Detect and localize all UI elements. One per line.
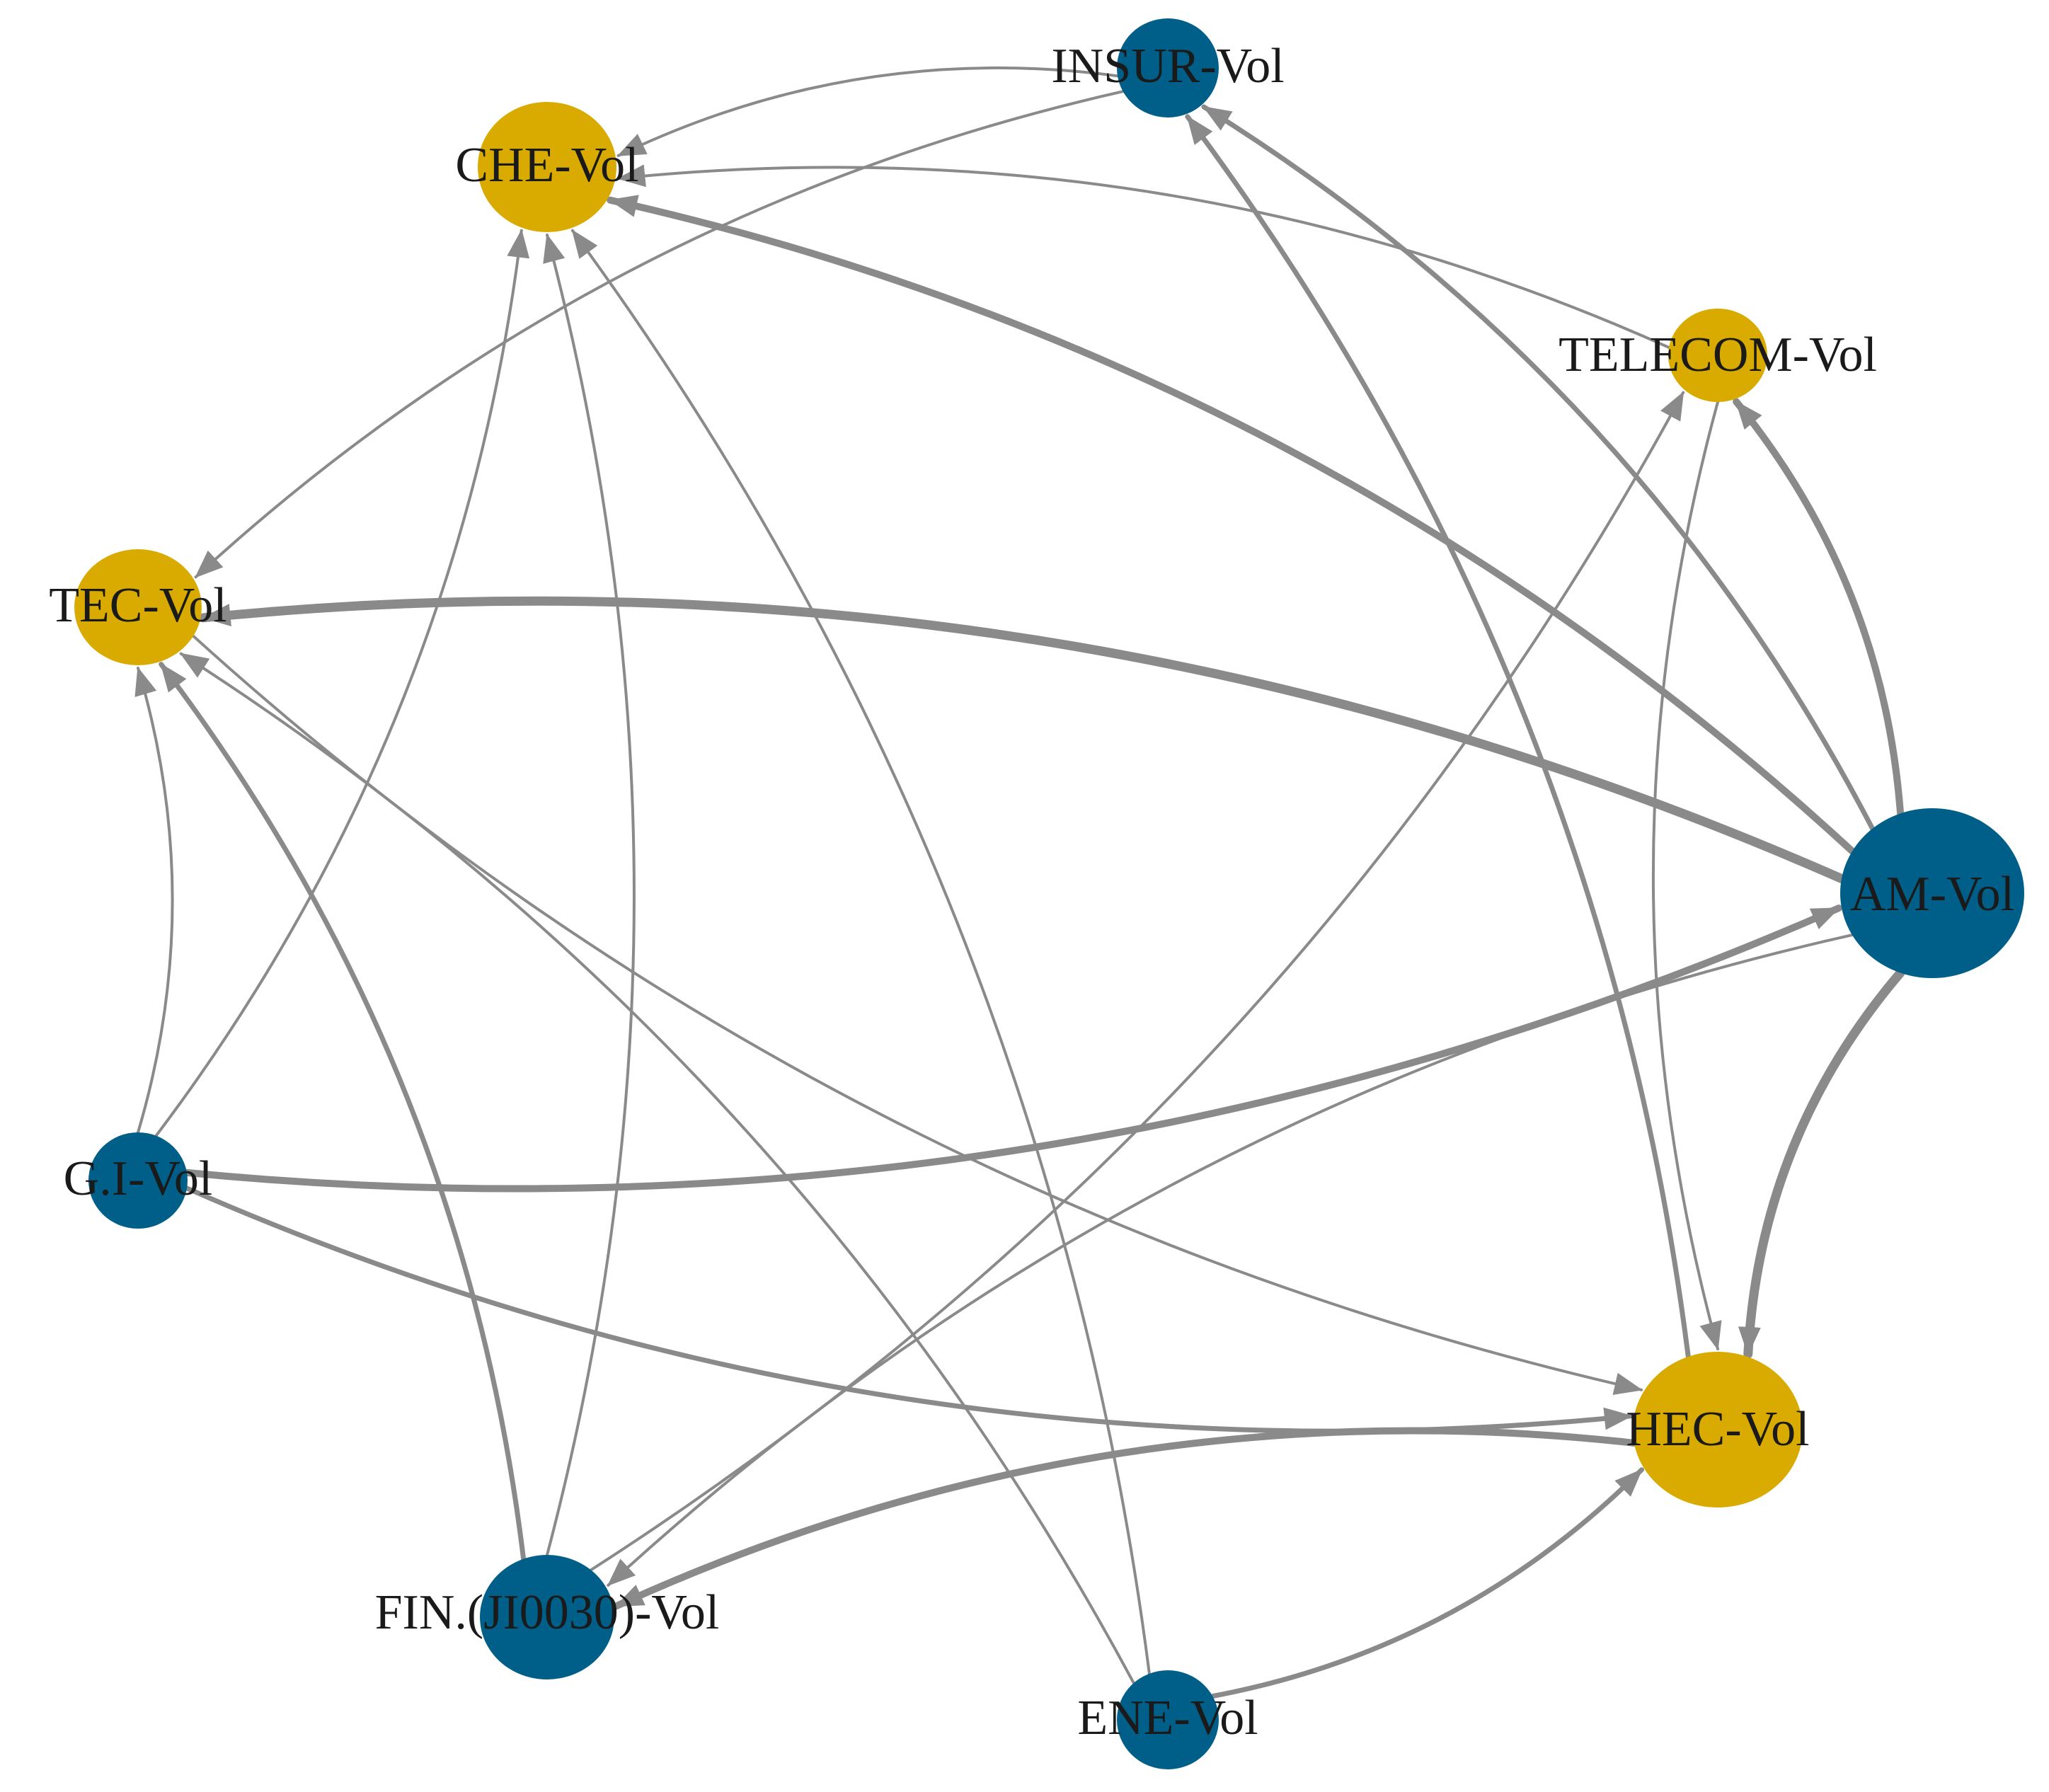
node-insur-label: INSUR-Vol	[1051, 39, 1284, 93]
edge-fin-to-tec	[159, 662, 527, 1562]
edge-hec-to-insur	[1185, 114, 1691, 1360]
node-tec: TEC-Vol	[49, 549, 227, 665]
node-ene: ENE-Vol	[1077, 1670, 1258, 1769]
node-ene-label: ENE-Vol	[1077, 1691, 1258, 1745]
node-hec-circle	[1633, 1352, 1803, 1507]
edge-layer	[134, 67, 1905, 1699]
node-gi: G.I-Vol	[64, 1132, 213, 1229]
edge-telecom-to-hec	[1651, 401, 1722, 1350]
edge-am-to-hec	[1738, 968, 1905, 1359]
node-fin: FIN.(JI0030)-Vol	[375, 1555, 720, 1679]
node-telecom-circle	[1668, 309, 1767, 402]
node-insur-circle	[1117, 18, 1219, 117]
edge-am-to-che	[607, 195, 1856, 855]
node-am: AM-Vol	[1840, 808, 2024, 978]
edge-gi-to-hec	[184, 1185, 1634, 1434]
node-che-label: CHE-Vol	[455, 138, 638, 193]
node-am-label: AM-Vol	[1850, 867, 2014, 921]
node-layer: INSUR-VolCHE-VolTELECOM-VolTEC-VolAM-Vol…	[49, 18, 2024, 1769]
node-telecom-label: TELECOM-Vol	[1559, 328, 1877, 382]
node-gi-circle	[88, 1132, 188, 1229]
edge-ene-to-che	[570, 229, 1151, 1675]
node-fin-circle	[480, 1555, 614, 1679]
edge-insur-to-tec	[194, 90, 1125, 579]
edge-ene-to-hec	[1210, 1467, 1644, 1699]
node-fin-label: FIN.(JI0030)-Vol	[375, 1585, 720, 1640]
edge-gi-to-tec	[134, 667, 174, 1134]
edge-gi-to-am	[183, 904, 1842, 1193]
edge-am-to-telecom	[1733, 398, 1905, 817]
node-gi-label: G.I-Vol	[64, 1151, 213, 1206]
node-hec: HEC-Vol	[1626, 1352, 1810, 1507]
edge-ene-to-tec	[179, 652, 1135, 1684]
edge-am-to-tec	[199, 596, 1847, 884]
edge-fin-to-che	[543, 234, 636, 1556]
node-tec-label: TEC-Vol	[49, 578, 227, 633]
node-tec-circle	[74, 549, 202, 665]
edge-insur-to-che	[616, 67, 1119, 157]
edge-am-to-insur	[1201, 104, 1875, 832]
edge-telecom-to-che	[616, 164, 1670, 349]
node-am-circle	[1840, 808, 2024, 978]
node-che-circle	[478, 102, 616, 232]
edge-gi-to-che	[154, 229, 530, 1137]
edge-fin-to-telecom	[589, 391, 1685, 1572]
node-hec-label: HEC-Vol	[1626, 1402, 1809, 1457]
node-che: CHE-Vol	[455, 102, 639, 232]
node-ene-circle	[1117, 1670, 1219, 1769]
node-telecom: TELECOM-Vol	[1559, 309, 1877, 402]
node-insur: INSUR-Vol	[1051, 18, 1285, 117]
